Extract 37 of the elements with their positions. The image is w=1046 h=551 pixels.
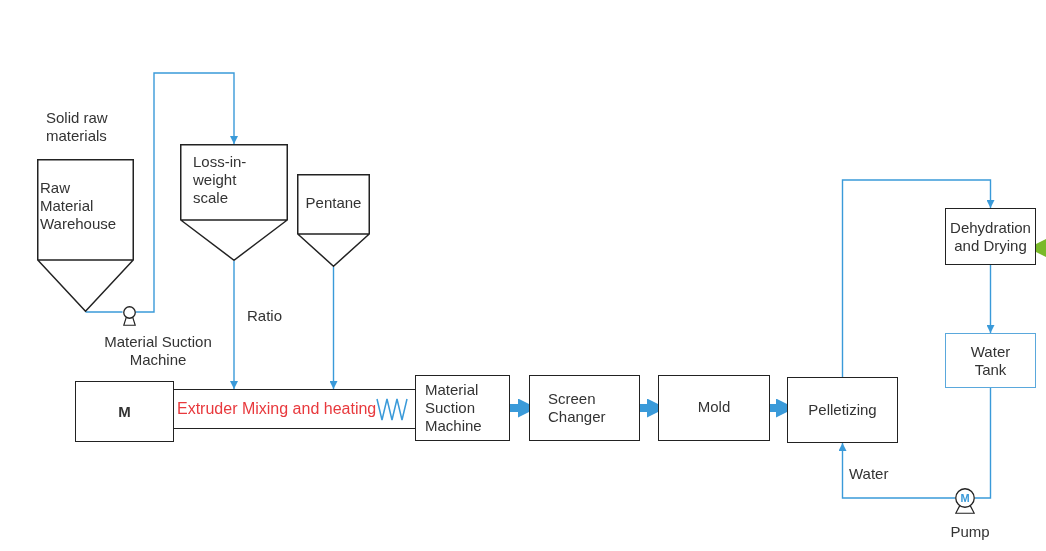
- process-box: [415, 375, 510, 441]
- component-caption: Solid raw materials: [46, 109, 109, 145]
- box-label: Dehydration and Drying: [949, 218, 1032, 255]
- flow-arrow: [134, 72, 238, 313]
- process-box: [945, 208, 1036, 265]
- flow-arrow: [838, 442, 956, 499]
- flow-arrow: [329, 266, 338, 390]
- storage-hopper: [297, 174, 370, 267]
- edge-label: Water: [849, 465, 889, 483]
- edge-label: Ratio: [247, 307, 283, 325]
- extruder-label: Extruder Mixing and heating: [177, 400, 377, 418]
- process-box: [75, 381, 174, 442]
- box-label: Water Tank: [969, 342, 1012, 379]
- box-label: M: [118, 402, 131, 421]
- flow-arrow: [230, 260, 238, 390]
- component-caption: Material Suction Machine: [103, 333, 213, 369]
- hopper-label: Pentane: [304, 194, 363, 212]
- pump-icon: [122, 305, 136, 326]
- box-label: Pelletizing: [808, 401, 877, 419]
- box-label: Screen Changer: [548, 390, 607, 426]
- box-label: Material Suction Machine: [425, 381, 483, 435]
- hopper-label: Raw Material Warehouse: [40, 179, 118, 233]
- process-box: [529, 375, 640, 441]
- flow-arrow: [841, 179, 995, 378]
- motor-letter: M: [960, 492, 970, 504]
- box-label: Mold: [697, 397, 731, 416]
- hopper-label: Loss-in-weight scale: [193, 153, 248, 207]
- connector-line: [84, 311, 124, 313]
- extruder-barrel: [174, 389, 415, 429]
- component-caption: Pump: [949, 523, 991, 541]
- flow-arrow: [986, 264, 995, 334]
- storage-hopper: [37, 159, 134, 312]
- process-box: [658, 375, 770, 441]
- storage-hopper: [180, 144, 288, 261]
- connector-line: [974, 387, 992, 499]
- process-box: [945, 333, 1036, 388]
- process-box: [787, 377, 898, 443]
